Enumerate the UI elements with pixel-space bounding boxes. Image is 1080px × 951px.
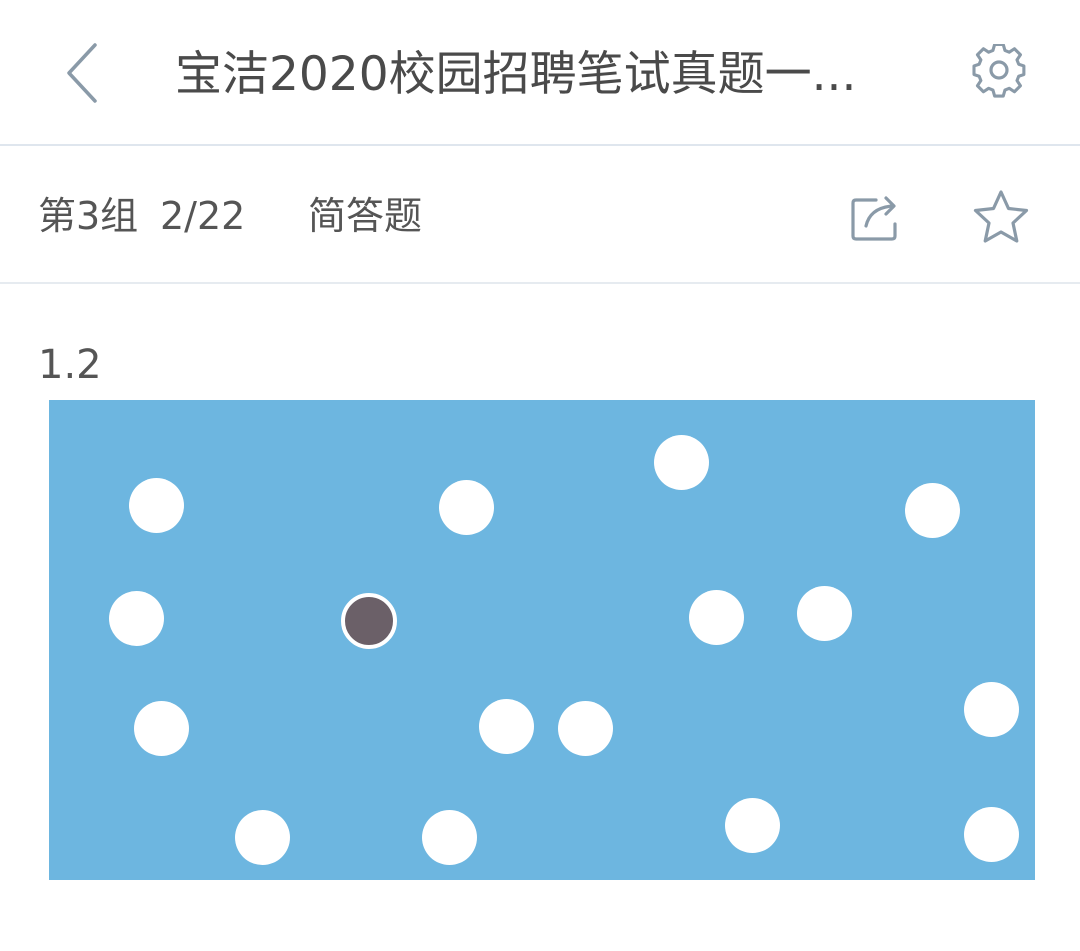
white-dot: [479, 699, 534, 754]
gear-icon: [972, 44, 1026, 98]
white-dot: [964, 807, 1019, 862]
group-label: 第3组: [38, 194, 139, 238]
white-dot: [797, 586, 852, 641]
question-progress: 2/22: [160, 194, 246, 238]
white-dot: [235, 810, 290, 865]
question-number: 1.2: [38, 342, 102, 388]
question-toolbar: 第3组 2/22 简答题: [0, 146, 1080, 284]
question-type-label: 简答题: [308, 194, 423, 238]
dark-dot: [341, 593, 397, 649]
favorite-button[interactable]: [968, 184, 1034, 250]
white-dot: [439, 480, 494, 535]
white-dot: [422, 810, 477, 865]
white-dot: [109, 591, 164, 646]
top-navigation-bar: 宝洁2020校园招聘笔试真题一...: [0, 0, 1080, 146]
back-button[interactable]: [52, 38, 112, 108]
question-figure: [49, 400, 1035, 880]
chevron-left-icon: [67, 43, 97, 103]
white-dot: [654, 435, 709, 490]
page-title: 宝洁2020校园招聘笔试真题一...: [175, 47, 857, 102]
share-button[interactable]: [846, 188, 908, 246]
share-icon: [851, 196, 897, 241]
white-dot: [129, 478, 184, 533]
settings-button[interactable]: [966, 40, 1032, 106]
white-dot: [964, 682, 1019, 737]
white-dot: [905, 483, 960, 538]
star-outline-icon: [973, 190, 1029, 243]
white-dot: [689, 590, 744, 645]
white-dot: [725, 798, 780, 853]
white-dot: [134, 701, 189, 756]
white-dot: [558, 701, 613, 756]
